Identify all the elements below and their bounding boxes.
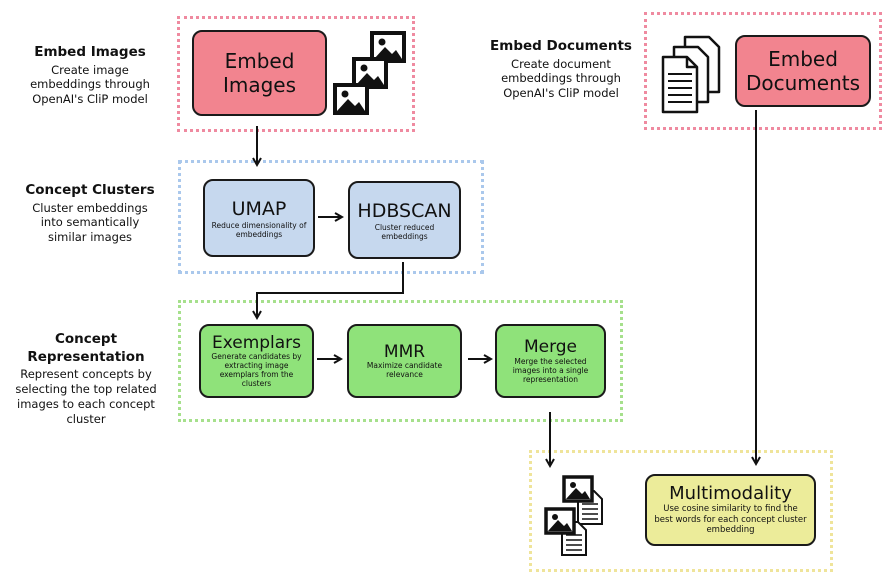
document-icon [661,35,721,114]
exemplars-description: Generate candidates by extracting image … [211,352,302,389]
image-icon [333,31,406,115]
embed-documents-description: Embed Documents Create document embeddin… [490,38,632,101]
image-icon-front [333,83,369,115]
exemplars-label: Exemplars [211,332,302,353]
image-document-icon [544,475,603,556]
hdbscan-description: Cluster reduced embeddings [374,223,435,242]
arrow-hdbscan-to-exemplars [257,262,404,318]
concept-representation-group [178,300,623,422]
merge-description: Merge the selected images into a single … [512,356,589,384]
image-icon-back [370,31,406,63]
embed-images-description: Embed Images Create image embeddings thr… [30,44,150,107]
mmr-box: MMR Maximize candidate relevance [347,324,462,398]
embed-documents-box: Embed Documents [735,35,871,107]
hdbscan-box: HDBSCAN Cluster reduced embeddings [348,181,461,259]
image-icon-middle [352,57,388,89]
merge-label: Merge [523,337,578,358]
embed-documents-group [644,12,882,130]
embed-images-group [177,16,415,132]
umap-label: UMAP [231,197,287,220]
img-top [562,475,594,503]
mmr-description: Maximize candidate relevance [366,361,443,380]
concept-clusters-description: Concept Clusters Cluster embeddings into… [25,182,155,245]
concept-representation-description: Concept Representation Represent concept… [15,331,157,426]
mmr-label: MMR [383,341,426,362]
umap-box: UMAP Reduce dimensionality of embeddings [203,179,315,257]
multimodality-description: Use cosine similarity to find the best w… [654,503,807,536]
multimodality-group [529,450,833,572]
hdbscan-label: HDBSCAN [357,199,452,222]
embed-documents-label-line1: Embed [768,47,838,71]
embed-documents-label-line2: Documents [745,71,861,95]
img-bottom [544,507,576,535]
merge-box: Merge Merge the selected images into a s… [495,324,606,398]
multimodality-label: Multimodality [669,483,792,505]
concept-clusters-group [178,160,484,274]
embed-images-box: Embed Images [192,30,327,116]
multimodality-box: Multimodality Use cosine similarity to f… [645,474,816,546]
embed-images-label-line2: Images [222,73,297,97]
exemplars-box: Exemplars Generate candidates by extract… [199,324,314,398]
umap-description: Reduce dimensionality of embeddings [211,221,307,240]
embed-images-label-line1: Embed [224,49,295,73]
